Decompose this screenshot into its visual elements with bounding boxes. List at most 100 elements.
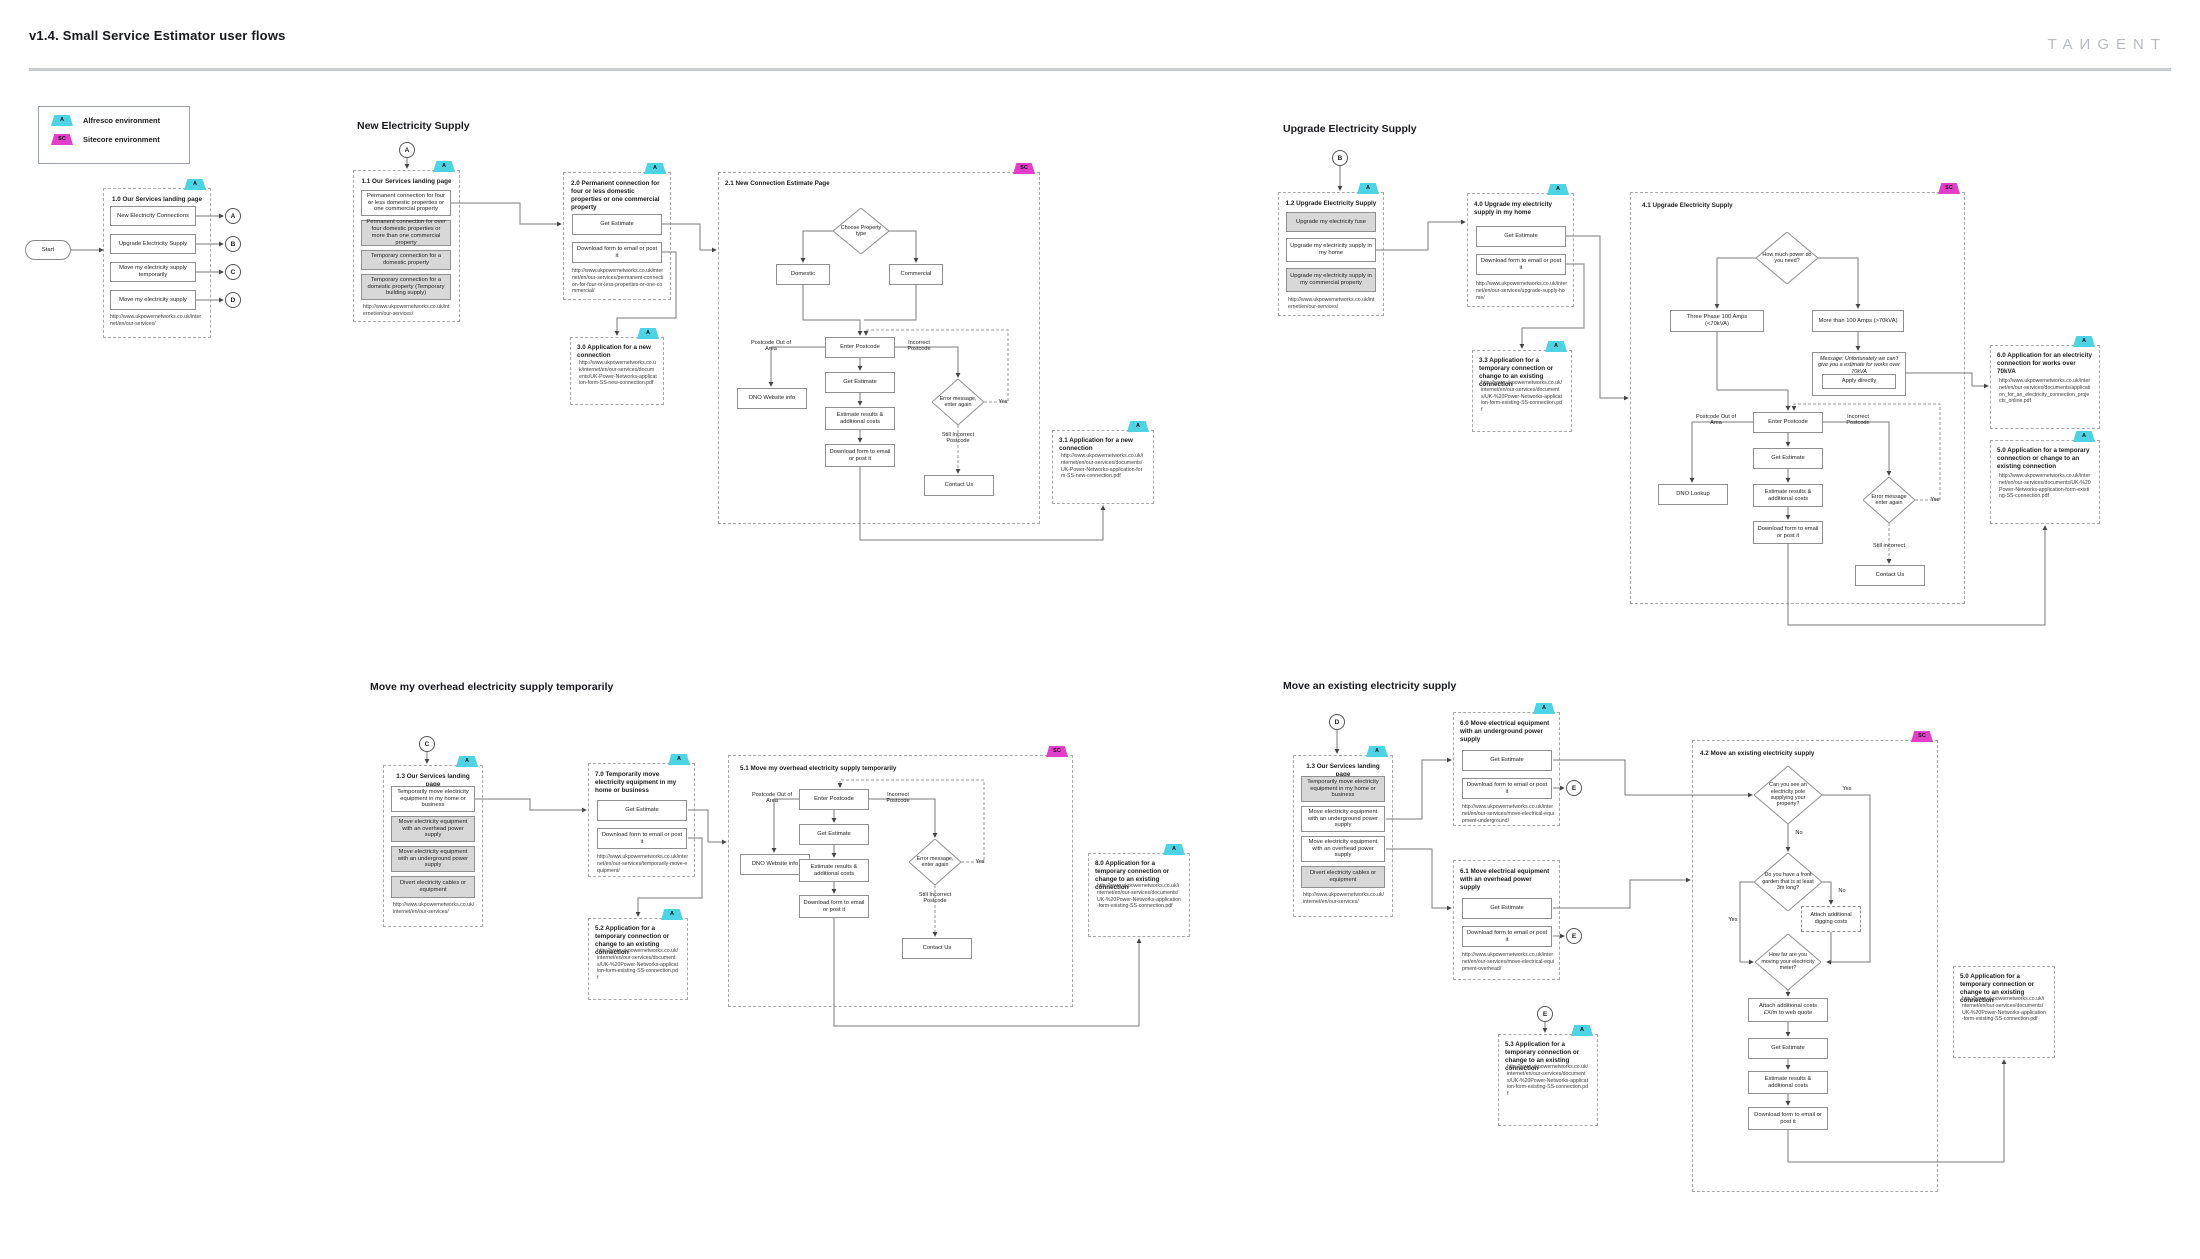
label-yes: Yes <box>1842 786 1852 792</box>
group-3-1-application-new-connection <box>1052 430 1154 504</box>
group-title: 1.1 Our Services landing page <box>361 178 452 185</box>
circle-c: C <box>419 736 435 752</box>
group-6-0-application-over-70kva <box>1990 345 2100 429</box>
tangent-logo: TAИGENT <box>2047 36 2167 53</box>
sitecore-badge-icon: SC <box>51 134 73 145</box>
group-7-0-temporarily-move <box>588 763 695 877</box>
step-estimate-results: Estimate results & additional costs <box>825 407 895 430</box>
group-5-0-application-temporary <box>1953 966 2055 1058</box>
group-3-3-application-temporary <box>1472 350 1572 432</box>
connector <box>889 230 919 263</box>
label-incorrect-postcode: Incorrect Postcode <box>1846 414 1870 427</box>
button-apply-directly: Apply directly <box>1822 374 1896 389</box>
connector <box>837 779 985 863</box>
connector <box>1566 235 1629 401</box>
group-1-1-our-services <box>353 170 460 322</box>
group-4-0-upgrade-home <box>1467 193 1574 307</box>
header-divider <box>29 68 2171 71</box>
connector <box>869 798 938 838</box>
badge-alfresco: A <box>2073 431 2095 442</box>
step-estimate-results: Estimate results & additional costs <box>1748 1071 1828 1094</box>
group-title: 7.0 Temporarily move electricity equipme… <box>595 771 677 794</box>
diamond-error-message: Error message enter again <box>1863 477 1915 523</box>
button-download-form: Download form to email or post it <box>1462 778 1552 799</box>
circle-d: D <box>225 292 241 308</box>
group-title: 5.2 Application for a temporary connecti… <box>595 925 670 956</box>
flow2-header: Upgrade Electricity Supply <box>1283 123 1417 135</box>
option-move-overhead: Move electricity equipment with an overh… <box>1301 836 1385 862</box>
step-three-phase: Three Phase 100 Amps (<70kVA) <box>1670 310 1764 332</box>
connector <box>1791 403 1941 501</box>
connector <box>1822 794 1871 965</box>
group-2-1-new-connection-estimate <box>718 172 1040 524</box>
group-title: 5.0 Application for a temporary connecti… <box>1960 973 2035 1004</box>
button-get-estimate: Get Estimate <box>1476 226 1566 247</box>
link-temporarily-move-equipment: http://www.ukpowernetworks.co.uk/interne… <box>597 854 689 874</box>
link-application-form-existing-connection: http://www.ukpowernetworks.co.uk/interne… <box>1999 473 2091 500</box>
link-application-form-existing-connection: http://www.ukpowernetworks.co.uk/interne… <box>1097 883 1181 910</box>
badge-alfresco: A <box>637 328 659 339</box>
connector <box>1787 525 2048 626</box>
circle-b: B <box>1332 150 1348 166</box>
option-upgrade-commercial: Upgrade my electricity supply in my comm… <box>1286 268 1376 292</box>
badge-alfresco: A <box>1545 341 1567 352</box>
group-5-0-application-temporary <box>1990 440 2100 524</box>
button-download-form: Download form to email or post it <box>572 242 662 263</box>
circle-e: E <box>1537 1006 1553 1022</box>
badge-alfresco: A <box>1547 184 1569 195</box>
step-domestic: Domestic <box>776 264 830 285</box>
diamond-label: How far are you moving your electricity … <box>1761 952 1815 972</box>
button-get-estimate: Get Estimate <box>1462 898 1552 919</box>
diamond-label: Choose Property type <box>840 224 882 237</box>
option-move-underground: Move electricity equipment with an under… <box>1301 806 1385 832</box>
diamond-label: Can you see an electricity pole supplyin… <box>1769 782 1807 808</box>
group-title: 3.0 Application for a new connection <box>577 344 651 359</box>
group-title: 6.0 Application for an electricity conne… <box>1997 352 2092 375</box>
group-1-2-upgrade <box>1278 192 1384 316</box>
option-permanent-over-four: Permanent connection for over four domes… <box>361 219 451 246</box>
step-enter-postcode: Enter Postcode <box>799 789 869 810</box>
connector <box>1689 421 1753 483</box>
option-temporarily-move-equipment: Temporarily move electricity equipment i… <box>391 786 475 812</box>
badge-alfresco: A <box>668 754 690 765</box>
badge-alfresco: A <box>1366 746 1388 757</box>
link-move-equipment-underground: http://www.ukpowernetworks.co.uk/interne… <box>1462 804 1554 824</box>
connector <box>1716 332 1791 411</box>
link-permanent-connection: http://www.ukpowernetworks.co.uk/interne… <box>572 268 664 295</box>
badge-alfresco: A <box>661 909 683 920</box>
button-download-form: Download form to email or post it <box>597 828 687 849</box>
badge-alfresco: A <box>184 179 206 190</box>
step-get-estimate: Get Estimate <box>1753 448 1823 469</box>
group-title: 1.0 Our Services landing page <box>112 196 202 203</box>
label-yes: Yes <box>1930 497 1940 503</box>
group-4-2-move-existing <box>1692 740 1938 1192</box>
group-title: 4.2 Move an existing electricity supply <box>1700 750 1815 757</box>
step-contact-us: Contact Us <box>924 475 994 496</box>
circle-e: E <box>1566 780 1582 796</box>
circle-e: E <box>1566 928 1582 944</box>
connector <box>614 251 677 336</box>
connector <box>1822 881 1834 905</box>
group-1-3-our-services <box>383 765 483 927</box>
connector <box>1823 421 1892 476</box>
diamond-error-message: Error message, enter again <box>909 839 961 885</box>
step-get-estimate: Get Estimate <box>1748 1038 1828 1059</box>
connector <box>768 346 825 387</box>
option-temporary-building-supply: Temporary connection for a domestic prop… <box>361 274 451 300</box>
label-postcode-out-of-area: Postcode Out of Area <box>1695 414 1737 427</box>
diamond-error-message: Error message, enter again <box>932 379 984 425</box>
link-application-form-existing-connection: http://www.ukpowernetworks.co.uk/interne… <box>1507 1064 1589 1097</box>
connector <box>833 918 1142 1027</box>
button-download-form: Download form to email or post it <box>1462 926 1552 947</box>
step-download-form: Download form to email or post it <box>1753 521 1823 544</box>
connector <box>864 285 917 321</box>
connector <box>895 346 961 378</box>
connector <box>662 223 717 253</box>
dashbox-additional-digging-costs: Attach additional digging costs <box>1801 906 1861 932</box>
diamond-how-much-power: How much power do you need? <box>1756 232 1818 284</box>
circle-b: B <box>225 236 241 252</box>
group-6-0-move-underground <box>1453 712 1560 826</box>
flow3-header: Move my overhead electricity supply temp… <box>370 681 614 693</box>
badge-sitecore: SC <box>1013 163 1035 174</box>
diamond-label: How much power do you need? <box>1762 251 1812 264</box>
